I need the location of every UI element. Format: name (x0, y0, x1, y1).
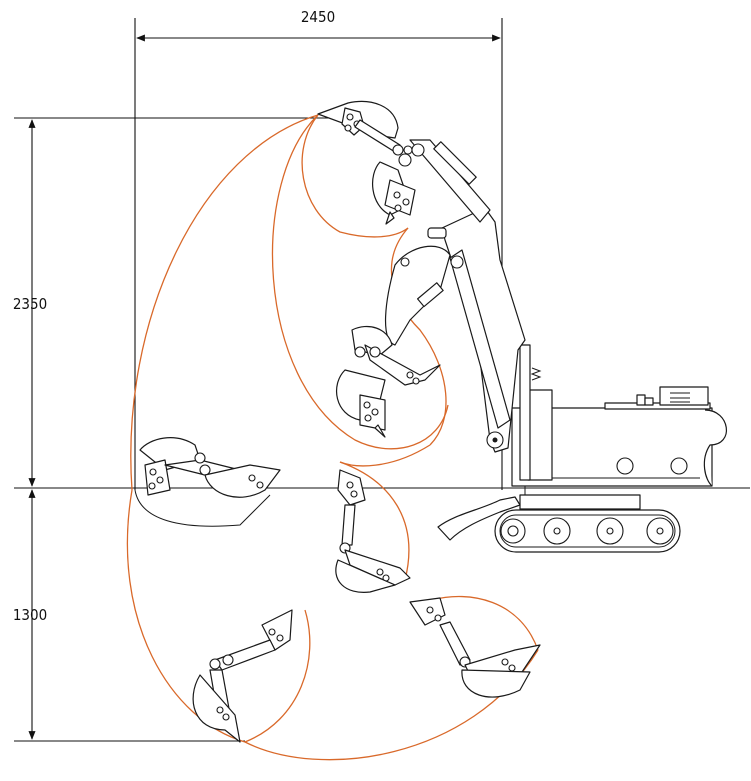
stick-upper (398, 139, 491, 223)
bucket-center-low (335, 469, 411, 593)
bucket-mid-low (336, 369, 386, 438)
depth-label: 1300 (13, 606, 47, 624)
dozer-blade (437, 496, 521, 541)
bucket-left-ground (134, 437, 281, 527)
bucket-curled-upper (372, 161, 416, 225)
dimension-width: 2450 (134, 8, 503, 490)
stick-lower (385, 245, 451, 346)
dimension-height: 2350 (13, 117, 750, 489)
bucket-mid-high (351, 325, 441, 386)
bucket-lower-left (192, 609, 293, 743)
boom-arm (427, 207, 526, 453)
dimension-depth: 1300 (13, 489, 245, 742)
height-label: 2350 (13, 295, 47, 313)
bucket-lower-right (409, 597, 541, 698)
engine-housing (511, 344, 727, 495)
width-label: 2450 (301, 8, 335, 26)
track-assembly (494, 494, 681, 553)
bucket-top (317, 100, 413, 156)
excavator (385, 139, 727, 553)
